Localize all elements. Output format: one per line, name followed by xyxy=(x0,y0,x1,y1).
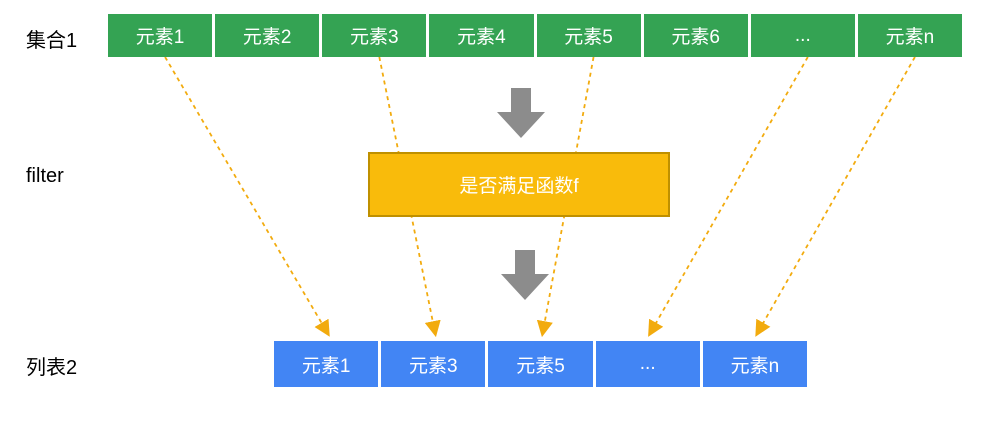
mapping-arrow xyxy=(164,56,330,337)
down-arrow-icon xyxy=(497,88,545,138)
element-cell: 元素3 xyxy=(322,14,427,57)
element-cell: 元素2 xyxy=(215,14,320,57)
element-cell: 元素1 xyxy=(274,341,379,387)
element-cell: 元素3 xyxy=(381,341,486,387)
element-cell: 元素5 xyxy=(536,14,641,57)
element-cell: 元素5 xyxy=(488,341,593,387)
element-cell: 元素4 xyxy=(429,14,534,57)
mapping-dashed-arrows xyxy=(164,56,916,338)
element-cell: 元素n xyxy=(702,341,808,387)
mapping-arrow xyxy=(378,56,441,338)
element-cell: ... xyxy=(595,341,700,387)
element-cell: 元素1 xyxy=(108,14,213,57)
mapping-arrow xyxy=(755,56,916,337)
element-cell: 元素n xyxy=(857,14,962,57)
filter-condition-box: 是否满足函数f xyxy=(368,152,670,217)
element-cell: 元素6 xyxy=(643,14,748,57)
source-row-label: 集合1 xyxy=(26,30,78,52)
mapping-arrow xyxy=(536,56,595,338)
down-arrow-icon xyxy=(501,250,549,300)
mapping-arrow xyxy=(648,56,809,337)
result-row-label: 列表2 xyxy=(26,357,78,379)
element-cell: ... xyxy=(750,14,855,57)
filter-label: filter xyxy=(26,165,64,187)
